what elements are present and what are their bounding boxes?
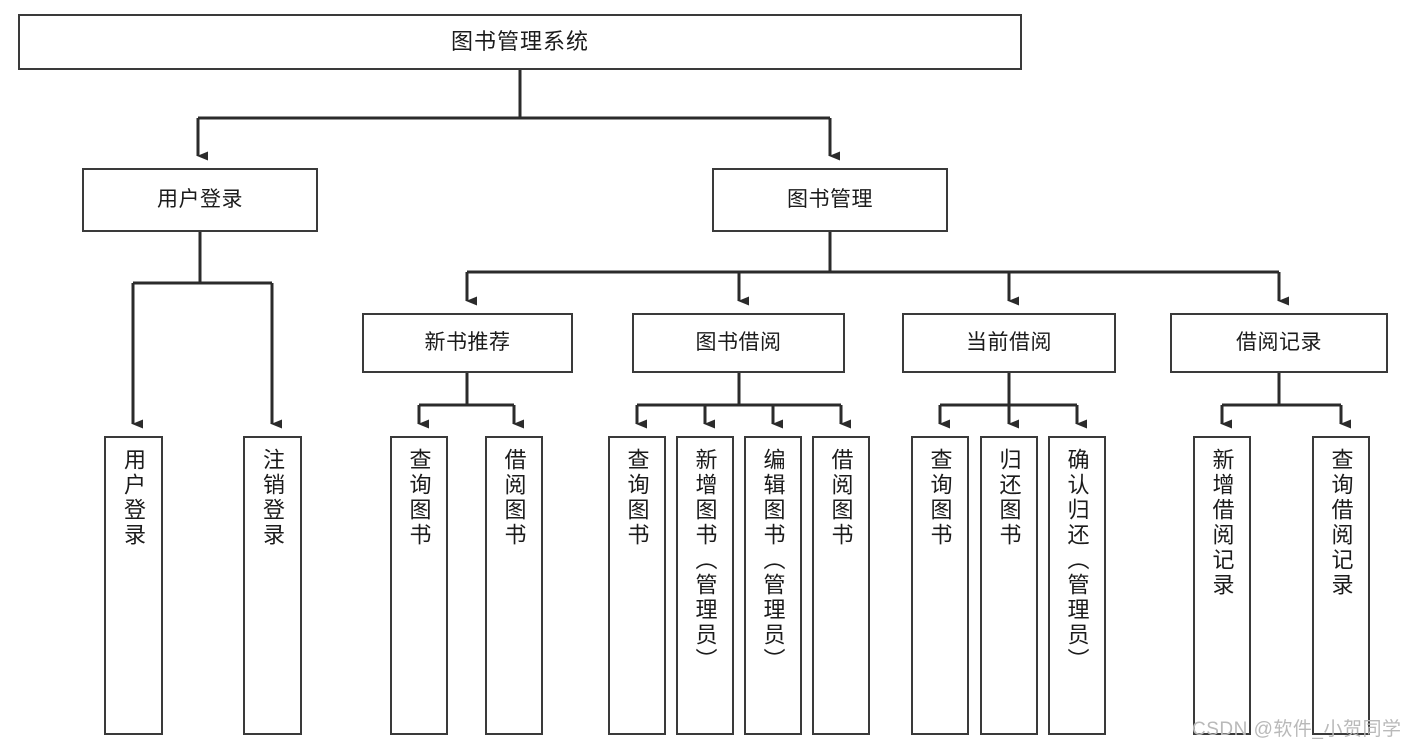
node-leaf-add-book-label: 新增图书（管理员） bbox=[692, 448, 718, 673]
node-leaf-query-record[interactable]: 查询借阅记录 bbox=[1312, 436, 1370, 735]
node-leaf-borrow-book-1-label: 借阅图书 bbox=[501, 448, 527, 548]
node-leaf-confirm-return-label: 确认归还（管理员） bbox=[1064, 448, 1090, 673]
node-root[interactable]: 图书管理系统 bbox=[18, 14, 1022, 70]
node-book-manage[interactable]: 图书管理 bbox=[712, 168, 948, 232]
node-book-manage-label: 图书管理 bbox=[787, 187, 873, 211]
node-new-book-recommend[interactable]: 新书推荐 bbox=[362, 313, 573, 373]
node-leaf-return-book-label: 归还图书 bbox=[996, 448, 1022, 548]
node-leaf-borrow-book-1[interactable]: 借阅图书 bbox=[485, 436, 543, 735]
node-user-login-label: 用户登录 bbox=[157, 187, 243, 211]
node-leaf-borrow-book-2[interactable]: 借阅图书 bbox=[812, 436, 870, 735]
node-leaf-edit-book-label: 编辑图书（管理员） bbox=[760, 448, 786, 673]
node-leaf-query-book-1[interactable]: 查询图书 bbox=[390, 436, 448, 735]
node-leaf-logout[interactable]: 注销登录 bbox=[243, 436, 302, 735]
node-current-borrow-label: 当前借阅 bbox=[966, 330, 1052, 354]
node-leaf-query-book-2[interactable]: 查询图书 bbox=[608, 436, 666, 735]
node-book-borrow-label: 图书借阅 bbox=[695, 330, 782, 354]
node-leaf-query-book-3-label: 查询图书 bbox=[927, 448, 953, 548]
node-leaf-add-book[interactable]: 新增图书（管理员） bbox=[676, 436, 734, 735]
node-leaf-user-login[interactable]: 用户登录 bbox=[104, 436, 163, 735]
node-leaf-confirm-return[interactable]: 确认归还（管理员） bbox=[1048, 436, 1106, 735]
node-leaf-query-book-1-label: 查询图书 bbox=[406, 448, 432, 548]
node-leaf-logout-label: 注销登录 bbox=[260, 448, 286, 548]
node-borrow-record[interactable]: 借阅记录 bbox=[1170, 313, 1388, 373]
node-leaf-borrow-book-2-label: 借阅图书 bbox=[828, 448, 854, 548]
node-root-label: 图书管理系统 bbox=[450, 28, 589, 54]
node-borrow-record-label: 借阅记录 bbox=[1236, 330, 1322, 354]
node-leaf-user-login-label: 用户登录 bbox=[121, 448, 147, 548]
node-leaf-return-book[interactable]: 归还图书 bbox=[980, 436, 1038, 735]
node-leaf-query-book-3[interactable]: 查询图书 bbox=[911, 436, 969, 735]
node-leaf-query-record-label: 查询借阅记录 bbox=[1328, 448, 1354, 598]
node-leaf-add-record-label: 新增借阅记录 bbox=[1209, 448, 1235, 598]
node-leaf-add-record[interactable]: 新增借阅记录 bbox=[1193, 436, 1251, 735]
node-leaf-query-book-2-label: 查询图书 bbox=[624, 448, 650, 548]
node-book-borrow[interactable]: 图书借阅 bbox=[632, 313, 845, 373]
node-leaf-edit-book[interactable]: 编辑图书（管理员） bbox=[744, 436, 802, 735]
node-new-book-recommend-label: 新书推荐 bbox=[424, 330, 511, 354]
node-current-borrow[interactable]: 当前借阅 bbox=[902, 313, 1116, 373]
node-user-login[interactable]: 用户登录 bbox=[82, 168, 318, 232]
csdn-watermark: CSDN @软件_小贺同学 bbox=[1192, 719, 1402, 740]
